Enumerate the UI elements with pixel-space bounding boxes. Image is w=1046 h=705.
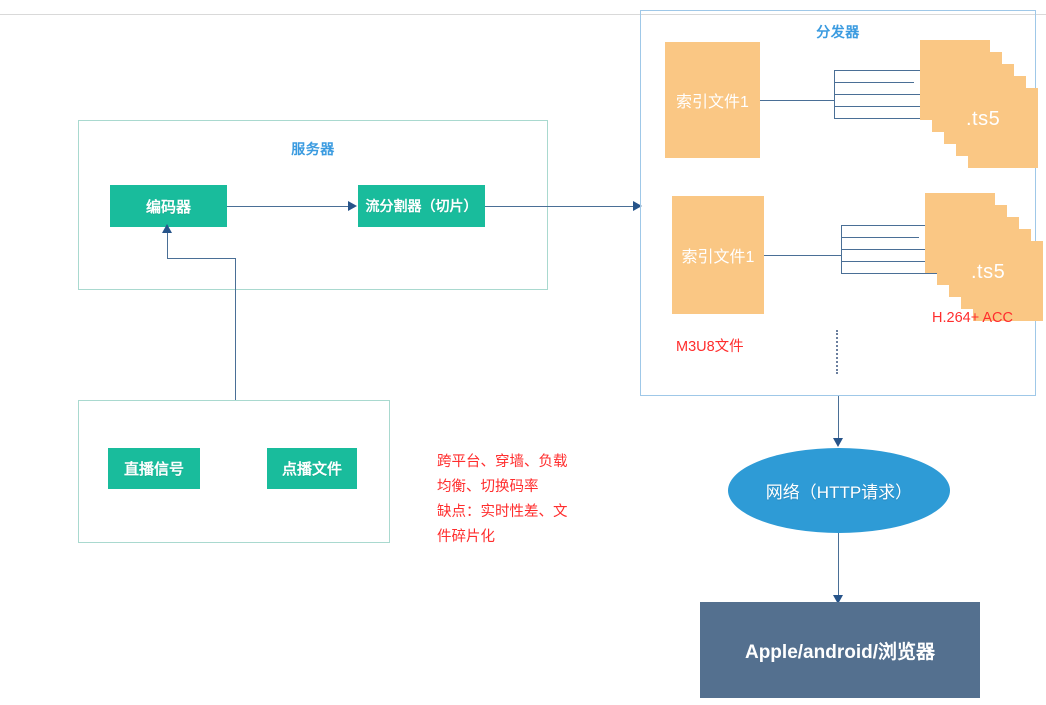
stream-splitter-box[interactable]: 流分割器（切片） [358, 185, 485, 227]
clients-box[interactable]: Apple/android/浏览器 [700, 602, 980, 698]
server-group-frame [78, 120, 548, 290]
arrow-splitter-to-distributor [633, 201, 642, 211]
ladder2-rung-2 [841, 237, 919, 238]
connector-network-to-clients [838, 533, 839, 601]
segment-sheet-2-1 [925, 193, 995, 273]
segment-stack-2-label: .ts5 [971, 261, 1006, 283]
ladder1-rung-1 [834, 70, 934, 71]
live-signal-box[interactable]: 直播信号 [108, 448, 200, 489]
segment-stack-1-label: .ts5 [966, 108, 1001, 130]
connector-encoder-to-splitter [227, 206, 349, 207]
connector-source-up-vertical [235, 258, 236, 400]
ladder1-rung-3 [834, 94, 944, 95]
ladder1-rung-2 [834, 82, 914, 83]
index1-to-ladder-line [760, 100, 834, 101]
vod-file-box[interactable]: 点播文件 [267, 448, 357, 489]
arrow-network-to-clients [833, 595, 843, 604]
ladder2-rung-5 [841, 273, 1001, 274]
distributor-group-frame [640, 10, 1036, 396]
top-divider-rule [0, 14, 1046, 15]
arrow-distributor-to-network [833, 438, 843, 447]
connector-into-encoder-vertical [167, 232, 168, 259]
index-file-box-1[interactable]: 索引文件1 [665, 42, 760, 158]
connector-distributor-to-network [838, 396, 839, 443]
pros-cons-note: 跨平台、穿墙、负载 均衡、切换码率 缺点：实时性差、文 件碎片化 [437, 454, 568, 545]
ladder2-rung-1 [841, 225, 938, 226]
index-file-box-2[interactable]: 索引文件1 [672, 196, 764, 314]
connector-splitter-to-distributor [485, 206, 635, 207]
segment-stack-2: .ts5 [925, 193, 1043, 323]
ladder2-rung-3 [841, 249, 949, 250]
arrow-into-encoder [162, 224, 172, 233]
server-group-title: 服务器 [291, 141, 335, 157]
continuation-dots [836, 330, 838, 374]
segment-stack-1: .ts5 [920, 40, 1038, 170]
encoder-box[interactable]: 编码器 [110, 185, 227, 227]
ladder2-rung-4 [841, 261, 977, 262]
segment-sheet-1-1 [920, 40, 990, 120]
index2-to-ladder-line [764, 255, 841, 256]
m3u8-label: M3U8文件 [676, 339, 744, 355]
network-ellipse[interactable]: 网络（HTTP请求） [728, 448, 950, 533]
arrow-encoder-to-splitter [348, 201, 357, 211]
codec-label: H.264+ ACC [932, 310, 1014, 326]
distributor-group-title: 分发器 [816, 24, 860, 40]
connector-source-horizontal [167, 258, 236, 259]
source-group-frame [78, 400, 390, 543]
ladder1-rung-4 [834, 106, 974, 107]
ladder1-rung-5 [834, 118, 999, 119]
